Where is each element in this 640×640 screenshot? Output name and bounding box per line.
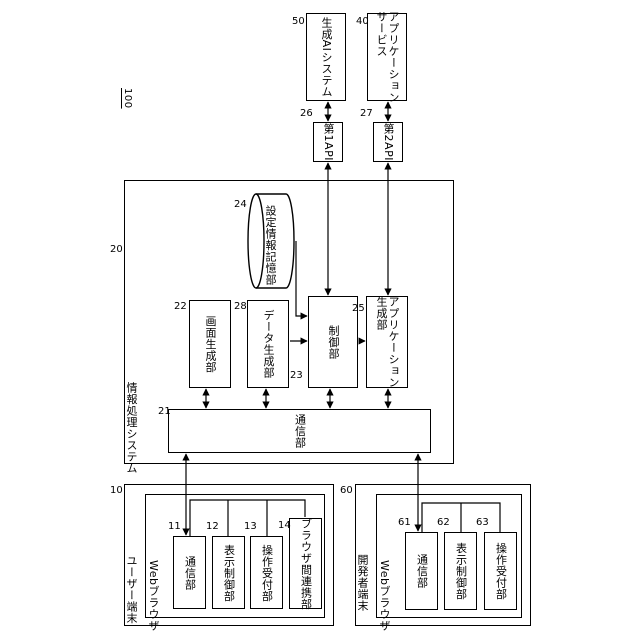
user-bus xyxy=(190,500,305,536)
arrow-storage-control xyxy=(296,241,307,316)
